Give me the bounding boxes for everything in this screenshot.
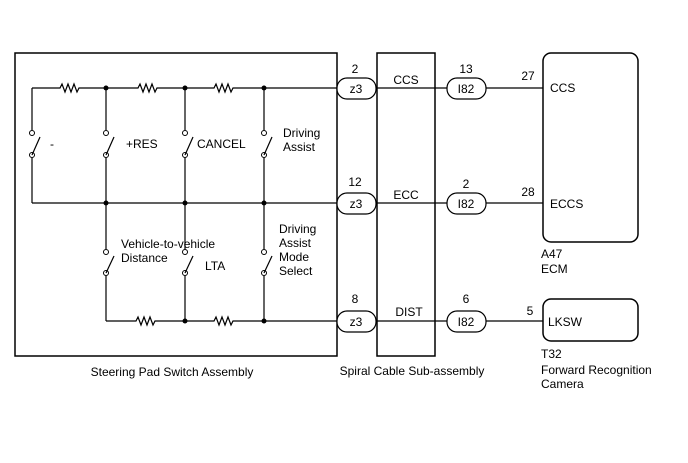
line-dist: z3 8 DIST I82 6 5 LKSW <box>336 292 583 333</box>
spiral-cable-box <box>376 52 436 357</box>
steering-pad-label: Steering Pad Switch Assembly <box>91 365 254 379</box>
z3-pin: 2 <box>352 62 359 76</box>
connector-i82-label: I82 <box>458 315 475 329</box>
signal-label: DIST <box>395 305 423 319</box>
end-pin: 28 <box>521 185 535 199</box>
connector-i82 <box>446 310 487 333</box>
connector-i82 <box>446 192 487 215</box>
connector-z3-label: z3 <box>350 315 363 329</box>
line-ccs: z3 2 CCS I82 13 27 CCS <box>336 62 575 100</box>
signal-label: ECC <box>393 188 419 202</box>
switch-minus <box>29 130 41 158</box>
end-signal: CCS <box>550 81 575 95</box>
switch-driving-assist <box>261 130 273 158</box>
connector-z3-label: z3 <box>350 82 363 96</box>
z3-pin: 8 <box>352 292 359 306</box>
switch-driving-assist-label: Assist <box>283 140 316 154</box>
junction-dot <box>103 200 109 206</box>
z3-pin: 12 <box>348 175 362 189</box>
switch-lta <box>182 249 194 276</box>
switch-driving-assist-mode <box>261 249 273 276</box>
switch-cancel <box>182 130 194 158</box>
switch-res-label: +RES <box>126 137 158 151</box>
switch-v2v-label: Vehicle-to-vehicle <box>121 237 215 251</box>
camera-code: T32 <box>541 347 562 361</box>
junction-dot <box>182 318 188 324</box>
connector-z3 <box>336 192 377 215</box>
spiral-cable-label: Spiral Cable Sub-assembly <box>340 364 485 378</box>
end-signal: ECCS <box>550 197 583 211</box>
switch-v2v-label: Distance <box>121 251 168 265</box>
end-signal: LKSW <box>548 315 583 329</box>
junction-dot <box>261 200 267 206</box>
i82-pin: 2 <box>463 177 470 191</box>
connector-z3 <box>336 77 377 100</box>
switch-minus-label: - <box>50 137 54 151</box>
connector-z3 <box>336 310 377 333</box>
camera-label: Forward Recognition <box>541 363 652 377</box>
switch-driving-assist-label: Driving <box>283 126 320 140</box>
connector-i82 <box>446 77 487 100</box>
ecm-code: A47 <box>541 247 563 261</box>
junction-dot <box>182 85 188 91</box>
i82-pin: 6 <box>463 292 470 306</box>
ecm-box <box>542 52 639 243</box>
switch-cancel-label: CANCEL <box>197 137 246 151</box>
camera-box <box>542 298 639 342</box>
junction-dot <box>261 85 267 91</box>
end-pin: 27 <box>521 69 535 83</box>
ecm-label: ECM <box>541 262 568 276</box>
junction-dot <box>261 318 267 324</box>
switch-lta-label: LTA <box>205 259 225 273</box>
switch-mode-label: Select <box>279 264 313 278</box>
switch-mode-label: Mode <box>279 250 309 264</box>
bottom-resistor-chain <box>106 315 336 327</box>
line-ecc: z3 12 ECC I82 2 28 ECCS <box>336 175 583 215</box>
top-resistor-chain <box>32 82 336 94</box>
camera-label: Camera <box>541 377 584 391</box>
junction-dot <box>103 85 109 91</box>
steering-pad-switch-box <box>14 52 338 357</box>
switch-v2v-distance <box>103 249 115 276</box>
switch-mode-label: Assist <box>279 236 312 250</box>
connector-i82-label: I82 <box>458 197 475 211</box>
junction-dot <box>182 200 188 206</box>
switch-mode-label: Driving <box>279 222 316 236</box>
i82-pin: 13 <box>459 62 473 76</box>
end-pin: 5 <box>527 304 534 318</box>
signal-label: CCS <box>393 73 418 87</box>
connector-z3-label: z3 <box>350 197 363 211</box>
switch-res <box>103 130 115 158</box>
connector-i82-label: I82 <box>458 82 475 96</box>
